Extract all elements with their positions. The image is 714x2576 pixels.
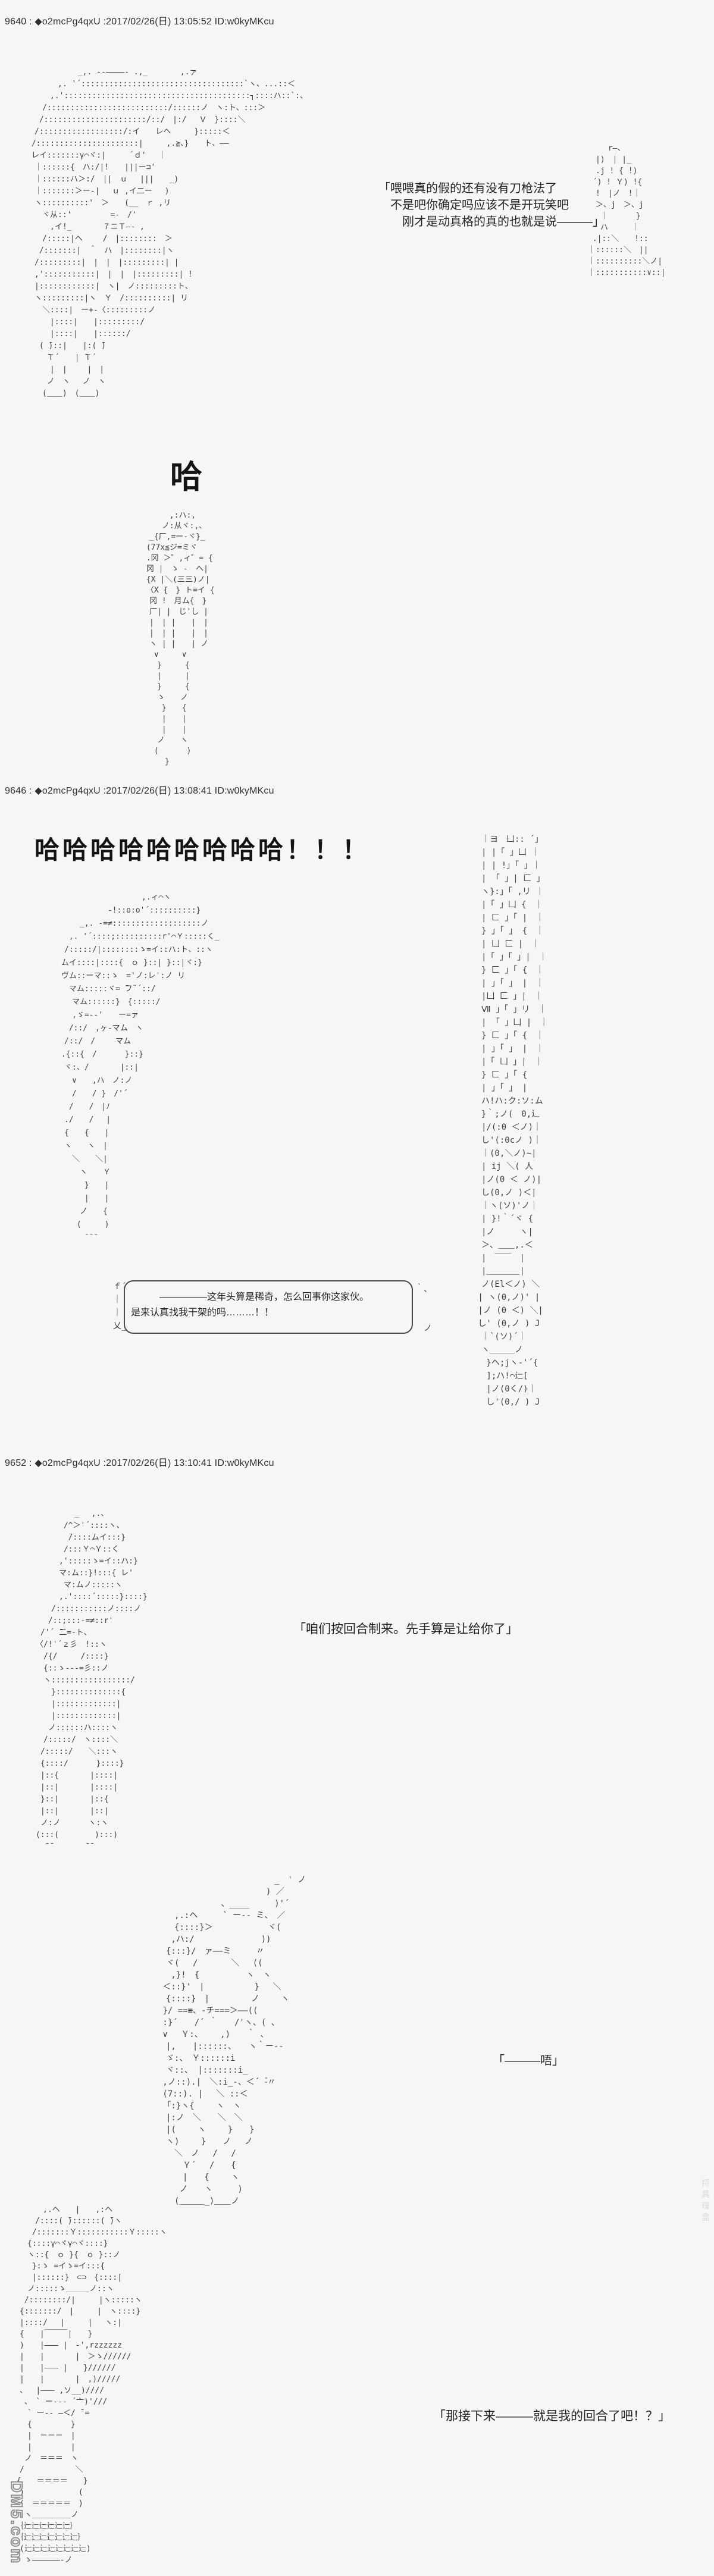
dialog-box-text: ―――――这年头算是稀奇，怎么回事你这家伙。 是来认真找我干架的吗………！！ (131, 1292, 369, 1318)
dialogue-post1: 「喂喂真的假的还有没有刀枪法了 不是吧你确定吗应该不是开玩笑吧 刚才是动真格的真… (378, 182, 605, 228)
aa-art-post1-small-figure: ,:ハ:, ノ:从ヾ:,、 _{厂,=ー-ヾ}_ (77x≦ジ=ミヾ .冈 ＞゜… (146, 511, 215, 766)
right-edge-watermark: 捋具瑰盒 (701, 2179, 710, 2224)
post-header-9646: 9646 : ◆o2mcPg4qxU :2017/02/26(日) 13:08:… (5, 786, 274, 796)
aa-art-post1-main-figure: _,. -‐――――- .,_ ,.ァ ,. '´:::::::::::::::… (31, 68, 308, 398)
laugh-text-single: 哈 (170, 459, 202, 495)
aa-art-post2-right-figure: ｜ヨ 凵:: ´」 | |「 」凵 ｜ | | !」「 」｜ | 「 」| 匚 … (478, 835, 549, 1407)
dialog-box: ―――――这年头算是稀奇，怎么回事你这家伙。 是来认真找我干架的吗………！！ (124, 1280, 413, 1334)
post-header-9652: 9652 : ◆o2mcPg4qxU :2017/02/26(日) 13:10:… (5, 1458, 274, 1468)
dialogue-post3-third: 「那接下来―――就是我的回合了吧！？」 (433, 2409, 671, 2423)
dialog-box-right-decoration: ｀、 ノ (415, 1284, 432, 1333)
aa-art-post3-scene3: ,.ヘ | ,:ヘ /::::( ̄)::::::( ̄)ヽ /:::::::Ｙ… (16, 2205, 167, 2565)
aa-art-post2-left-figure: ,.ィ⌒ヽ -!::o:o'´::::::::::} _,. -=≠::::::… (61, 893, 220, 1242)
post-header-9640: 9640 : ◆o2mcPg4qxU :2017/02/26(日) 13:05:… (5, 17, 274, 27)
aa-art-post3-scene2: _ ' ノ ) ／ 、____ )'´ ,.:ヘ ` ー-- ミ、 ／ {:::… (162, 1875, 306, 2206)
dialogue-post3-first: 「咱们按回合制来。先手算是让给你了」 (293, 1622, 518, 1636)
dm5-site-watermark: DM5.com (7, 2480, 26, 2565)
aa-art-post1-side-figure: r―、 |) | |_ .j ! { !) ´) ! Ｙ) !{ ! |ノ !｜… (588, 144, 666, 277)
aa-art-post3-scene1: _ ,.、 /^＞'´::::ヽ、 ̄/::::ムイ:::} /:::Ｙ⌒Ｙ::… (36, 1509, 148, 1851)
dialog-box-left-decoration: ｆ´ ｜ ｜ 乂_ (113, 1282, 127, 1331)
dialogue-post3-second: 「―――唔」 (493, 2054, 564, 2067)
laugh-text-row: 哈哈哈哈哈哈哈哈哈！！！ (35, 836, 371, 864)
